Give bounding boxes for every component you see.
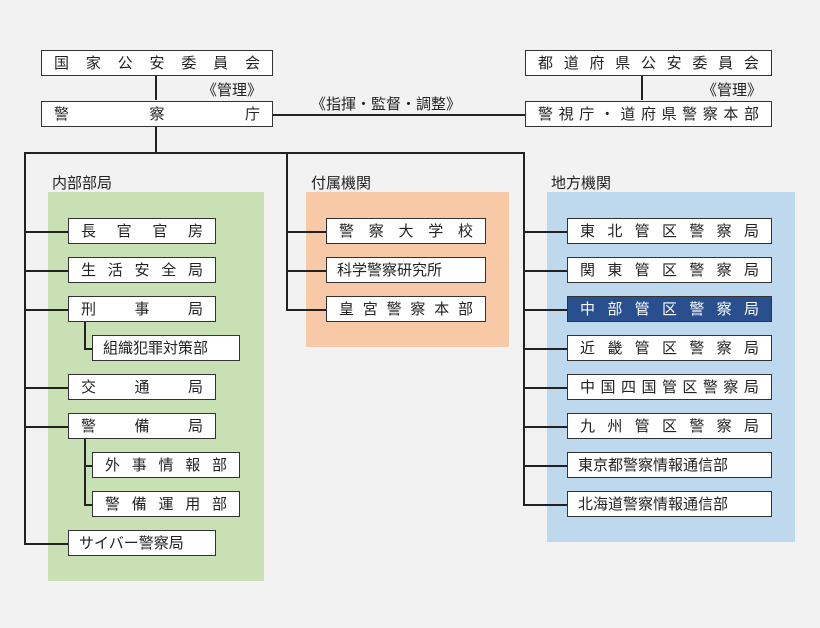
gaiji-box: 外事情報部 [92,452,240,478]
conn-kanto [523,270,567,272]
conn-kagaku [286,270,326,272]
keiji-sub-trunk [84,322,86,350]
kanri-label-left: 《管理》 [202,81,263,99]
kagaku-box: 科学警察研究所 [326,257,486,283]
conn-tokyo [523,465,567,467]
regional-header: 地方機関 [551,174,612,192]
tohoku-box: 東北管区警察局 [567,218,772,244]
keibi-box: 警備局 [68,413,216,439]
seikatsu-box: 生活安全局 [68,257,216,283]
keibiunyo-box: 警備運用部 [92,491,240,517]
ppsc-box: 都道府県公安委員会 [525,50,772,76]
main-bus-line [24,152,525,154]
conn-chokan [24,231,68,233]
chubu-box[interactable]: 中部管区警察局 [567,296,772,322]
conn-kotsu [24,387,68,389]
internal-trunk [24,152,26,544]
npsc-box: 国家公安委員会 [41,50,273,76]
conn-keibi [24,426,68,428]
regional-panel [547,192,795,542]
daigaku-box: 警察大学校 [326,218,486,244]
conn-kyushu [523,426,567,428]
conn-tohoku [523,231,567,233]
kinki-box: 近畿管区警察局 [567,335,772,361]
conn-seikatsu [24,270,68,272]
chugoku-box: 中国四国管区警察局 [567,374,772,400]
tokyo-box: 東京都警察情報通信部 [567,452,772,478]
command-line [273,114,525,116]
npsc-npa-line [155,75,157,100]
chokan-box: 長官官房 [68,218,216,244]
hokkaido-box: 北海道警察情報通信部 [567,491,772,517]
internal-header: 内部部局 [52,174,113,192]
kyushu-box: 九州管区警察局 [567,413,772,439]
conn-soshiki [84,348,92,350]
attached-header: 付属機関 [311,174,372,192]
conn-kinki [523,348,567,350]
regional-trunk [523,152,525,506]
conn-cyber [24,543,68,545]
npa-box: 警察庁 [41,101,273,127]
conn-hokkaido [523,504,567,506]
keibi-sub-trunk [84,439,86,506]
conn-keibiunyo [84,504,92,506]
conn-keiji [24,309,68,311]
keiji-box: 刑事局 [68,296,216,322]
kogu-box: 皇宮警察本部 [326,296,486,322]
conn-chubu [523,309,567,311]
conn-chugoku [523,387,567,389]
soshiki-box: 組織犯罪対策部 [92,335,240,361]
ppd-box: 警視庁・道府県警察本部 [525,101,772,127]
npa-down-line [155,127,157,153]
ppsc-ppd-line [641,75,643,100]
cyber-box: サイバー警察局 [68,530,216,556]
kanto-box: 関東管区警察局 [567,257,772,283]
kanri-label-right: 《管理》 [702,81,763,99]
conn-gaiji [84,465,92,467]
conn-daigaku [286,231,326,233]
kotsu-box: 交通局 [68,374,216,400]
command-label: 《指揮・監督・調整》 [311,95,462,113]
conn-kogu [286,309,326,311]
